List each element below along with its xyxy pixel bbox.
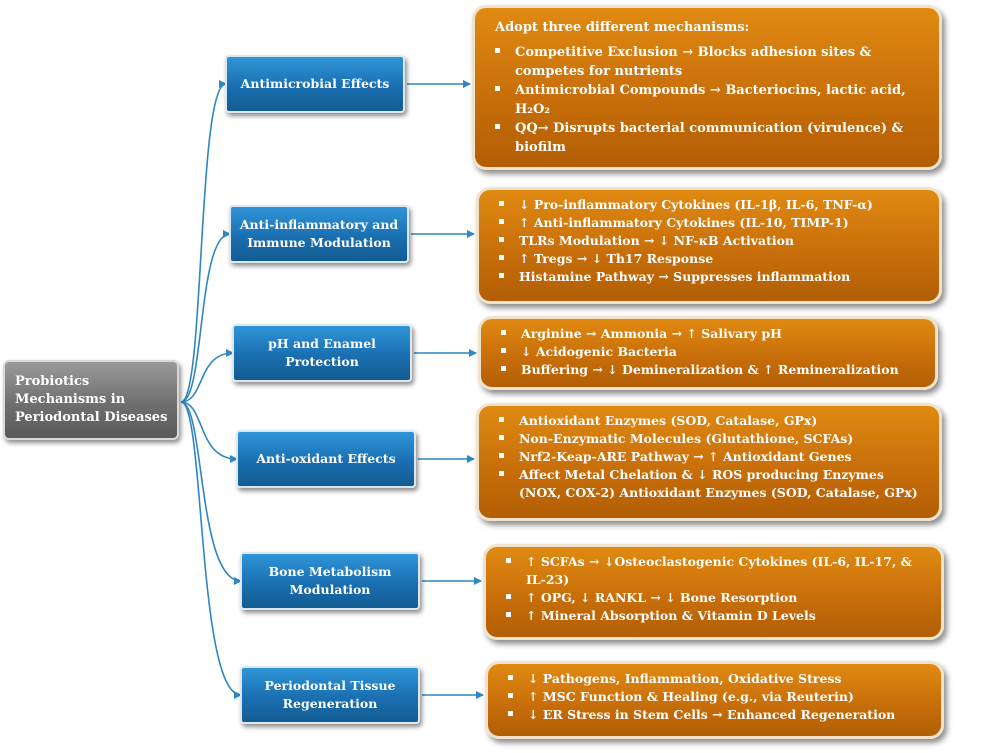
list-item: ↓ Acidogenic Bacteria	[499, 343, 921, 361]
list-item: ↓ Pathogens, Inflammation, Oxidative Str…	[506, 670, 927, 688]
list-item: Competitive Exclusion → Blocks adhesion …	[493, 43, 925, 81]
detail-ph-enamel-protection: Arginine → Ammonia → ↑ Salivary pH ↓ Aci…	[478, 316, 938, 390]
category-ph-enamel-protection: pH and Enamel Protection	[232, 324, 412, 382]
list-item: Affect Metal Chelation & ↓ ROS producing…	[497, 466, 925, 502]
root-to-category-arrow	[180, 401, 242, 699]
list-item: ↑ Mineral Absorption & Vitamin D Levels	[504, 607, 927, 625]
root-to-category-arrow	[180, 401, 242, 585]
list-item: Nrf2-Keap-ARE Pathway → ↑ Antioxidant Ge…	[497, 448, 925, 466]
category-label: Periodontal Tissue Regeneration	[264, 678, 396, 711]
root-to-category-arrow	[180, 401, 238, 463]
detail-intro: Adopt three different mechanisms:	[495, 20, 750, 35]
list-item: TLRs Modulation → ↓ NF-κB Activation	[497, 232, 925, 250]
list-item: Buffering → ↓ Demineralization & ↑ Remin…	[499, 361, 921, 379]
category-bone-metabolism-modulation: Bone Metabolism Modulation	[240, 552, 420, 610]
list-item: ↑ Tregs → ↓ Th17 Response	[497, 250, 925, 268]
category-antimicrobial-effects: Antimicrobial Effects	[225, 55, 405, 113]
list-item: Antioxidant Enzymes (SOD, Catalase, GPx)	[497, 412, 925, 430]
detail-bone-metabolism-modulation: ↑ SCFAs → ↓Osteoclastogenic Cytokines (I…	[483, 544, 944, 640]
category-label: Antimicrobial Effects	[240, 76, 390, 91]
category-periodontal-tissue-regeneration: Periodontal Tissue Regeneration	[240, 666, 420, 724]
detail-antimicrobial-effects: Adopt three different mechanisms: Compet…	[472, 5, 942, 170]
category-anti-inflammatory-immune-modulation: Anti-inflammatory and Immune Modulation	[229, 205, 409, 263]
list-item: ↓ ER Stress in Stem Cells → Enhanced Reg…	[506, 706, 927, 724]
list-item: ↑ MSC Function & Healing (e.g., via Reut…	[506, 688, 927, 706]
root-to-category-arrow	[180, 80, 227, 403]
list-item: ↑ OPG, ↓ RANKL → ↓ Bone Resorption	[504, 589, 927, 607]
category-label: Anti-oxidant Effects	[256, 451, 396, 466]
root-to-category-arrow	[180, 230, 231, 403]
list-item: ↓ Pro-inflammatory Cytokines (IL-1β, IL-…	[497, 196, 925, 214]
category-label: pH and Enamel Protection	[268, 336, 376, 369]
list-item: ↑ Anti-inflammatory Cytokines (IL-10, TI…	[497, 214, 925, 232]
category-label: Bone Metabolism Modulation	[268, 564, 392, 597]
root-to-category-arrow	[180, 349, 234, 403]
list-item: Non-Enzymatic Molecules (Glutathione, SC…	[497, 430, 925, 448]
detail-periodontal-tissue-regeneration: ↓ Pathogens, Inflammation, Oxidative Str…	[485, 661, 944, 739]
detail-anti-inflammatory-immune-modulation: ↓ Pro-inflammatory Cytokines (IL-1β, IL-…	[476, 187, 942, 304]
list-item: QQ→ Disrupts bacterial communication (vi…	[493, 119, 925, 157]
root-node: Probiotics Mechanisms in Periodontal Dis…	[3, 360, 179, 440]
list-item: Arginine → Ammonia → ↑ Salivary pH	[499, 325, 921, 343]
list-item: ↑ SCFAs → ↓Osteoclastogenic Cytokines (I…	[504, 553, 927, 589]
detail-anti-oxidant-effects: Antioxidant Enzymes (SOD, Catalase, GPx)…	[476, 403, 942, 521]
list-item: Antimicrobial Compounds → Bacteriocins, …	[493, 81, 925, 119]
list-item: Histamine Pathway → Suppresses inflammat…	[497, 268, 925, 286]
category-anti-oxidant-effects: Anti-oxidant Effects	[236, 430, 416, 488]
category-label: Anti-inflammatory and Immune Modulation	[239, 217, 399, 250]
root-label: Probiotics Mechanisms in Periodontal Dis…	[15, 374, 168, 425]
